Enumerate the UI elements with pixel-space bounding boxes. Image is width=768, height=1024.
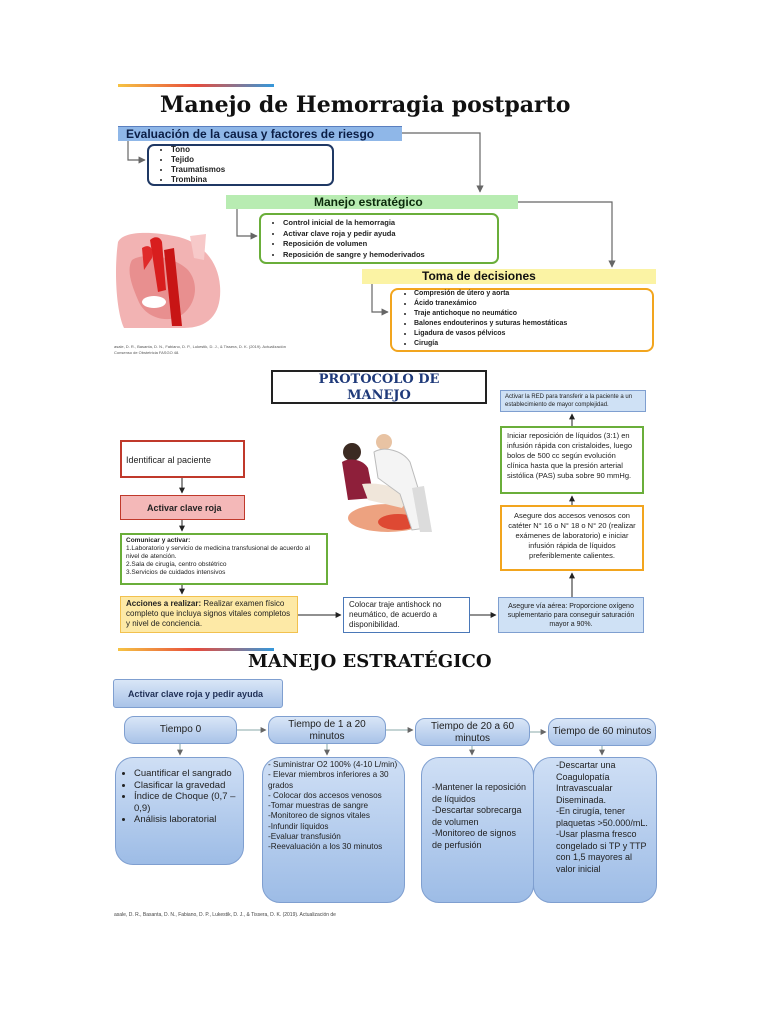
reference-text: Consenso de Obstetricia FASGO 48. — [114, 350, 180, 355]
eval-list: Tono Tejido Traumatismos Trombina — [155, 145, 225, 185]
time-box-2: Tiempo de 20 a 60 minutos — [415, 718, 530, 746]
reference-text: asale, D. R., Basanta, D. N., Fabiano, D… — [114, 912, 336, 918]
list-item: -Evaluar transfusión — [268, 832, 341, 842]
list-item: 3.Servicios de cuidados intensivos — [126, 569, 226, 576]
list-item: Ligadura de vasos pélvicos — [414, 329, 567, 339]
actions-box: Acciones a realizar: Realizar examen fís… — [120, 596, 298, 633]
protocol-title-box: PROTOCOLO DE MANEJO — [271, 370, 487, 404]
red-transfer-box: Activar la RED para transferir a la paci… — [500, 390, 646, 412]
activate-help-box: Activar clave roja y pedir ayuda — [113, 679, 283, 708]
eval-list-box — [147, 144, 334, 186]
venous-box: Asegure dos accesos venosos con catéter … — [500, 505, 644, 571]
list-item: Análisis laboratorial — [134, 814, 237, 826]
eval-header: Evaluación de la causa y factores de rie… — [118, 126, 402, 141]
strategic-list: Control inicial de la hemorragia Activar… — [267, 218, 425, 260]
identify-box: Identificar al paciente — [120, 440, 245, 478]
strategic-list-box — [259, 213, 499, 264]
list-item: -En cirugía, tener plaquetas >50.000/mL. — [556, 806, 648, 828]
page-title: Manejo de Hemorragia postparto — [160, 92, 571, 118]
suit-box: Colocar traje antishock no neumático, de… — [343, 597, 470, 633]
list-item: Traumatismos — [171, 165, 225, 175]
decision-header: Toma de decisiones — [362, 269, 656, 284]
list-item: -Descartar sobrecarga de volumen — [432, 805, 522, 827]
list-item: Ácido tranexámico — [414, 299, 567, 309]
list-item: -Monitoreo de signos vitales — [268, 811, 370, 821]
actions-text: Realizar examen físico completo que incl… — [126, 599, 291, 628]
uterus-illustration — [116, 232, 221, 328]
actions-label: Acciones a realizar: — [126, 599, 202, 608]
reference-text: asale, D. R., Basanta, D. N., Fabiano, D… — [114, 344, 286, 349]
col4-box: -Descartar una Coagulopatía Intravascual… — [533, 757, 657, 903]
protocol-title: PROTOCOLO DE MANEJO — [318, 372, 440, 403]
list-item: -Usar plasma fresco congelado si TP y TT… — [556, 829, 647, 874]
time-box-0: Tiempo 0 — [124, 716, 237, 744]
list-item: -Monitoreo de signos de perfusión — [432, 828, 517, 850]
list-item: -Tomar muestras de sangre — [268, 801, 369, 811]
list-item: Clasificar la gravedad — [134, 780, 237, 792]
list-item: Cuantificar el sangrado — [134, 768, 237, 780]
list-item: - Elevar miembros inferiores a 30 grados — [268, 770, 389, 790]
list-item: Reposición de sangre y hemoderivados — [283, 250, 425, 261]
list-item: Balones endouterinos y suturas hemostáti… — [414, 319, 567, 329]
top-color-rule — [118, 84, 274, 87]
list-item: Tejido — [171, 155, 225, 165]
doctor-patient-illustration — [342, 434, 432, 532]
list-item: Índice de Choque (0,7 – 0,9) — [134, 791, 237, 814]
list-item: - Suministrar O2 100% (4-10 L/min) — [268, 760, 398, 769]
list-item: Trombina — [171, 175, 225, 185]
activate-red-box: Activar clave roja — [120, 495, 245, 520]
list-item: -Descartar una Coagulopatía Intravascual… — [556, 760, 616, 805]
airway-box: Asegure vía aérea: Proporcione oxígeno s… — [498, 597, 644, 633]
list-item: Tono — [171, 145, 225, 155]
decision-list-box — [390, 288, 654, 352]
strategic-header: Manejo estratégico — [226, 195, 518, 209]
list-item: Control inicial de la hemorragia — [283, 218, 425, 229]
fluids-box: Iniciar reposición de líquidos (3:1) en … — [500, 426, 644, 494]
list-item: -Infundir líquidos — [268, 821, 329, 831]
time-box-3: Tiempo de 60 minutos — [548, 718, 656, 746]
communicate-title: Comunicar y activar: — [126, 537, 191, 544]
col3-box: -Mantener la reposición de líquidos -Des… — [421, 757, 534, 903]
section-color-rule — [118, 648, 274, 651]
communicate-box: Comunicar y activar: 1.Laboratorio y ser… — [120, 533, 328, 585]
list-item: Cirugía — [414, 339, 567, 349]
decision-list: Compresión de útero y aorta Ácido tranex… — [398, 289, 567, 349]
list-item: Compresión de útero y aorta — [414, 289, 567, 299]
list-item: Reposición de volumen — [283, 239, 425, 250]
strategic-title: MANEJO ESTRATÉGICO — [248, 651, 492, 672]
list-item: -Mantener la reposición de líquidos — [432, 782, 527, 804]
list-item: -Reevaluación a los 30 minutos — [268, 842, 383, 852]
col2-box: - Suministrar O2 100% (4-10 L/min) - Ele… — [262, 757, 405, 903]
list-item: Activar clave roja y pedir ayuda — [283, 229, 425, 240]
col1-box: Cuantificar el sangrado Clasificar la gr… — [115, 757, 244, 865]
list-item: 1.Laboratorio y servicio de medicina tra… — [126, 545, 310, 560]
list-item: - Colocar dos accesos venosos — [268, 790, 382, 800]
list-item: 2.Sala de cirugía, centro obstétrico — [126, 561, 227, 568]
list-item: Traje antichoque no neumático — [414, 309, 567, 319]
time-box-1: Tiempo de 1 a 20 minutos — [268, 716, 386, 744]
